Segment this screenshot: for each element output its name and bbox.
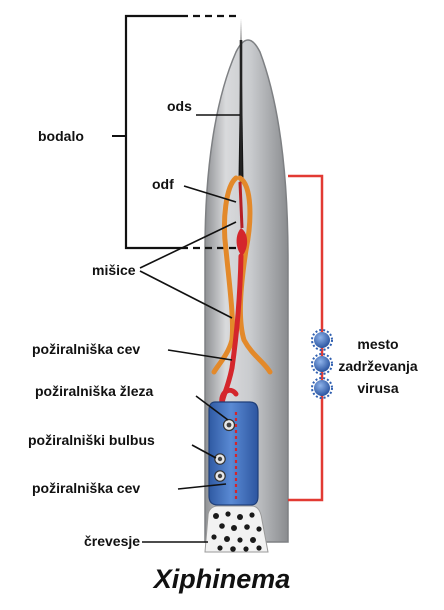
label-virus-site-line1: mesto	[357, 336, 398, 352]
label-intestine: črevesje	[84, 533, 140, 549]
label-stylet: bodalo	[38, 128, 84, 144]
label-odontostyle: ods	[167, 98, 192, 114]
virus-icon	[312, 378, 332, 398]
virus-icon	[312, 330, 332, 350]
label-virus-site-line3: virusa	[357, 380, 398, 396]
label-esophageal-gland: požiralniška žleza	[35, 383, 153, 399]
label-esophagus-lower: požiralniška cev	[32, 480, 140, 496]
label-muscles: mišice	[92, 262, 136, 278]
stylet-bracket	[126, 16, 181, 248]
figure-title: Xiphinema	[0, 564, 444, 595]
label-odontophore: odf	[152, 176, 174, 192]
virus-icon	[312, 354, 332, 374]
odontophore	[240, 182, 242, 228]
label-esophagus-upper: požiralniška cev	[32, 341, 140, 357]
esophageal-bulb	[209, 402, 258, 505]
label-virus-site-line2: zadrževanja	[338, 358, 418, 374]
label-esophageal-bulb: požiralniški bulbus	[28, 432, 155, 448]
